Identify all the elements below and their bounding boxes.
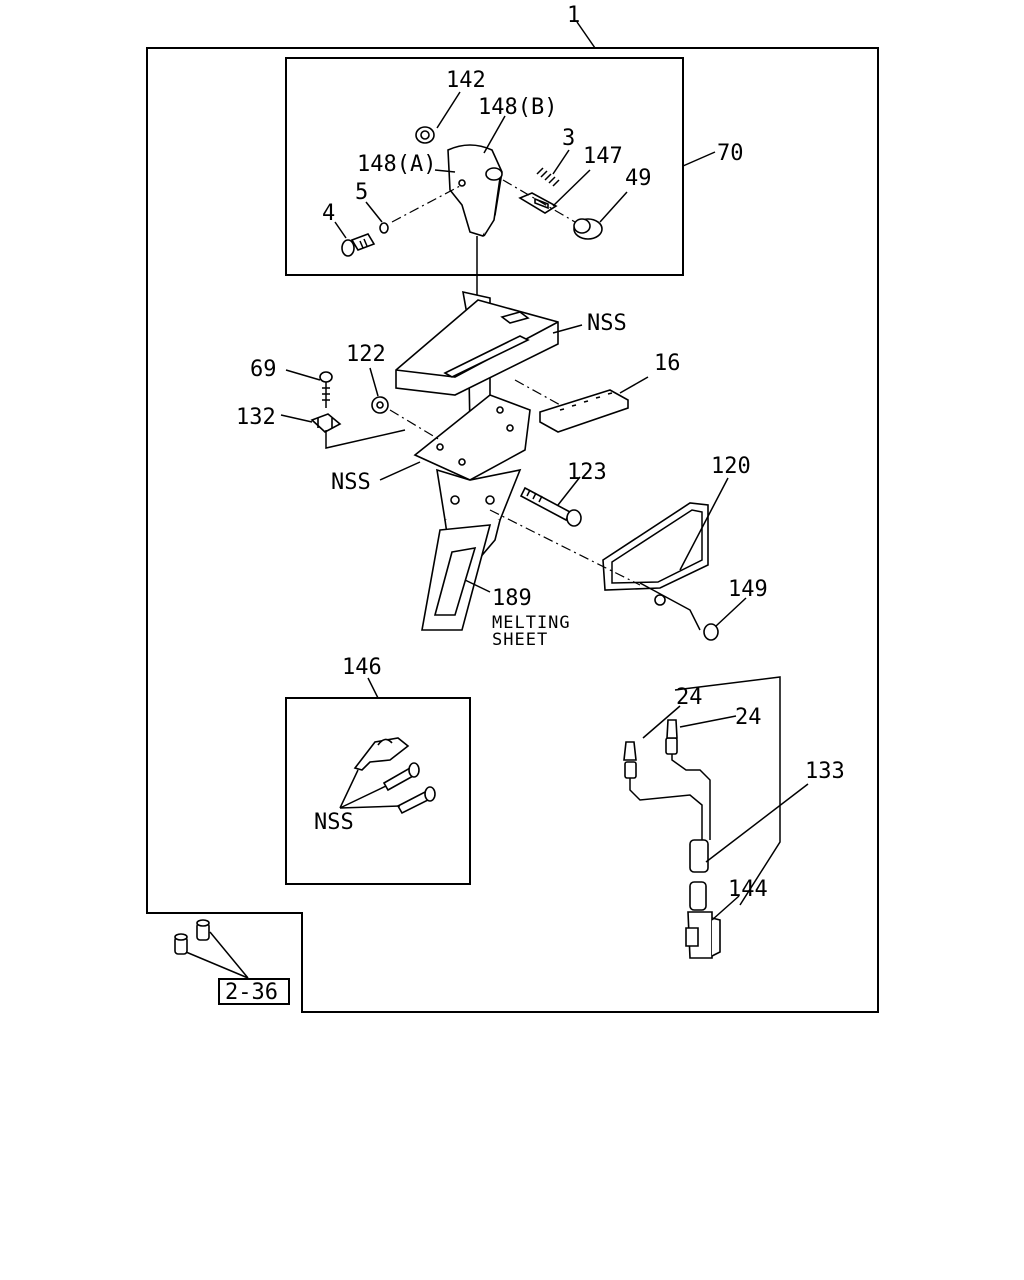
- leader-4: [334, 221, 347, 239]
- label-120: 120: [711, 454, 751, 479]
- ref-label-2-36[interactable]: 2-36: [225, 980, 278, 1005]
- leader-ref: [185, 931, 249, 979]
- axis-button: [502, 179, 576, 223]
- leader-nss-box: [339, 769, 401, 809]
- part-189-melting-sheet: [421, 524, 492, 631]
- part-132-clip: [310, 413, 342, 433]
- part-146-bracket: [353, 737, 410, 771]
- leader-1: [576, 21, 596, 49]
- label-123: 123: [567, 460, 607, 485]
- leader-120: [679, 477, 729, 571]
- indicator-cover-nss: [395, 299, 559, 396]
- main-frame: [146, 47, 879, 1013]
- leader-133: [705, 783, 809, 863]
- label-24-lower: 24: [735, 705, 762, 730]
- label-189: 189: [492, 586, 532, 611]
- label-49: 49: [625, 166, 652, 191]
- leader-70: [682, 151, 716, 167]
- subassembly-box-70: [285, 57, 684, 276]
- label-melting: MELTING: [492, 613, 571, 633]
- label-122: 122: [346, 342, 386, 367]
- leader-24b: [679, 715, 737, 728]
- leader-3: [552, 149, 570, 175]
- axis-132: [325, 429, 406, 449]
- label-nss-cover: NSS: [587, 311, 627, 336]
- leader-149: [715, 597, 747, 627]
- subassembly-box-146: [285, 697, 471, 885]
- indicator-plate-16: [539, 389, 629, 433]
- leader-189: [464, 579, 491, 593]
- leader-148b: [483, 115, 506, 154]
- leader-24a: [642, 705, 681, 739]
- leader-122: [369, 367, 379, 397]
- label-148b: 148(B): [478, 95, 557, 120]
- axis-knob: [391, 185, 461, 223]
- leader-147: [552, 169, 591, 207]
- label-sheet: SHEET: [492, 630, 548, 650]
- leader-49: [599, 191, 628, 223]
- part-122-nut: [371, 396, 389, 414]
- label-146: 146: [342, 655, 382, 680]
- label-142: 142: [446, 68, 486, 93]
- part-149-clip: [703, 623, 719, 641]
- label-24-upper: 24: [676, 685, 703, 710]
- part-5-washer: [379, 222, 389, 234]
- part-142-cap: [415, 126, 435, 144]
- bracket-24-144: [674, 676, 781, 906]
- label-4: 4: [322, 201, 335, 226]
- label-nss-bolts: NSS: [314, 810, 354, 835]
- label-1: 1: [567, 3, 580, 28]
- label-133: 133: [805, 759, 845, 784]
- leader-nss-mid: [379, 461, 421, 481]
- axis-plate: [514, 379, 563, 407]
- label-144: 144: [728, 877, 768, 902]
- part-4-screw: [341, 233, 376, 257]
- axis-panel: [489, 509, 641, 586]
- part-3-spring: [536, 167, 560, 187]
- leader-123: [557, 476, 581, 506]
- part-146-bolts: [382, 762, 436, 815]
- label-70: 70: [717, 141, 744, 166]
- shift-knob-148: [447, 144, 503, 237]
- label-149: 149: [728, 577, 768, 602]
- label-16: 16: [654, 351, 681, 376]
- label-69: 69: [250, 357, 277, 382]
- part-49-button: [573, 218, 603, 240]
- leader-132: [280, 414, 313, 423]
- part-123-bolt: [519, 486, 582, 527]
- axis-122: [389, 409, 441, 441]
- leader-142: [436, 91, 461, 129]
- leader-144: [711, 895, 740, 921]
- leader-148a: [434, 169, 456, 173]
- leader-5: [365, 201, 383, 223]
- connector-144: [685, 911, 721, 959]
- ref-2-36-parts: [174, 919, 210, 955]
- label-nss-base: NSS: [331, 470, 371, 495]
- leader-146: [367, 677, 379, 699]
- part-147-plate: [518, 192, 558, 214]
- ref-box[interactable]: [218, 978, 290, 1005]
- leader-16: [619, 376, 649, 394]
- wire-harness-133: [623, 719, 711, 911]
- part-69-screw: [319, 371, 333, 408]
- leader-69: [285, 369, 321, 381]
- leader-nss-top: [552, 324, 583, 334]
- label-5: 5: [355, 180, 368, 205]
- label-147: 147: [583, 144, 623, 169]
- label-3: 3: [562, 126, 575, 151]
- label-132: 132: [236, 405, 276, 430]
- part-120-panel: [602, 502, 709, 631]
- label-148a: 148(A): [357, 152, 436, 177]
